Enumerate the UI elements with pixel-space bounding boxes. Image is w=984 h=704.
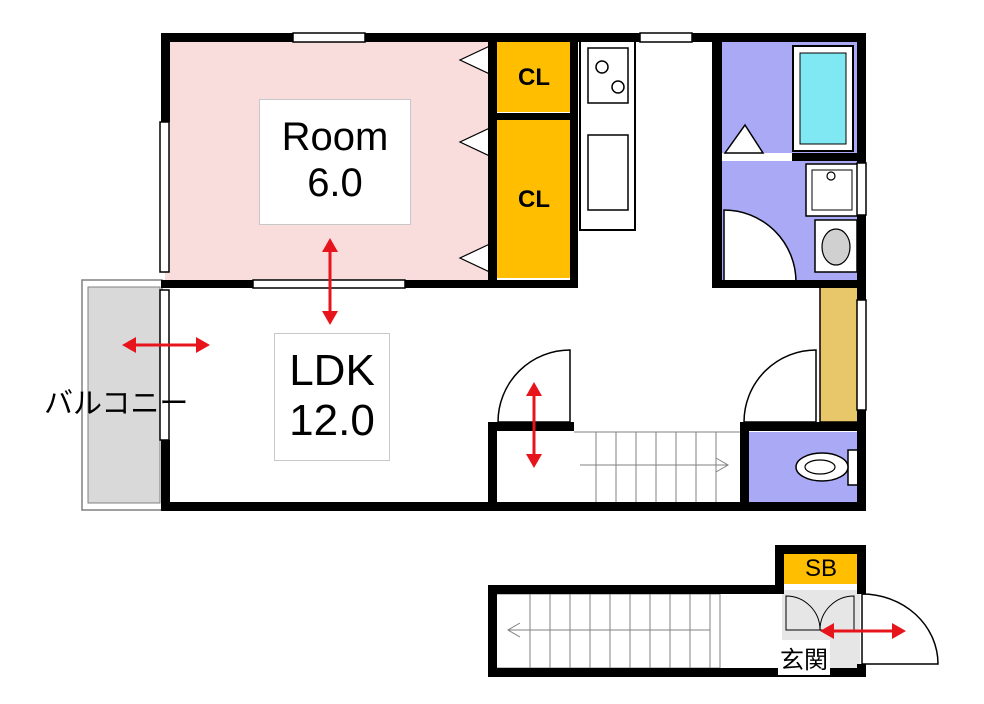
stove [587, 47, 629, 104]
balcony-inner [87, 286, 161, 504]
room-label: Room 6.0 [259, 99, 411, 225]
room-name: Room [281, 115, 389, 159]
burner-icon [595, 60, 609, 74]
bathtub-water [799, 52, 847, 145]
stair-treads-lower [496, 593, 721, 669]
closet-upper-label: CL [518, 64, 550, 91]
toilet-door [743, 349, 817, 423]
bath-entry [722, 153, 792, 161]
ldk-name: LDK [289, 346, 375, 395]
closet-lower-label: CL [518, 186, 550, 213]
room-size: 6.0 [307, 161, 363, 205]
washroom-door [723, 209, 797, 283]
closet-lower [497, 120, 570, 278]
bath-triangle [723, 123, 765, 154]
kitchen-sink [587, 134, 629, 211]
entrance-label: 玄関 [778, 640, 830, 675]
walls [161, 33, 866, 677]
balcony-label: バルコニー [44, 388, 189, 420]
ldk-label: LDK 12.0 [274, 333, 390, 461]
toilet-tank [847, 449, 859, 486]
shoe-box-label: SB [804, 555, 837, 582]
basin-bowl [821, 228, 851, 266]
washing-machine-inner [811, 169, 853, 211]
shoe-box-door-right [819, 595, 855, 631]
drain-icon [826, 171, 836, 181]
access-arrows [122, 238, 906, 639]
storage-shelf [819, 286, 859, 423]
burner-icon [611, 80, 625, 94]
ldk-size: 12.0 [289, 396, 375, 445]
shoe-box [782, 552, 860, 584]
stairs-upper [574, 432, 740, 504]
closet-upper [497, 40, 570, 112]
toilet-seat [804, 459, 836, 475]
